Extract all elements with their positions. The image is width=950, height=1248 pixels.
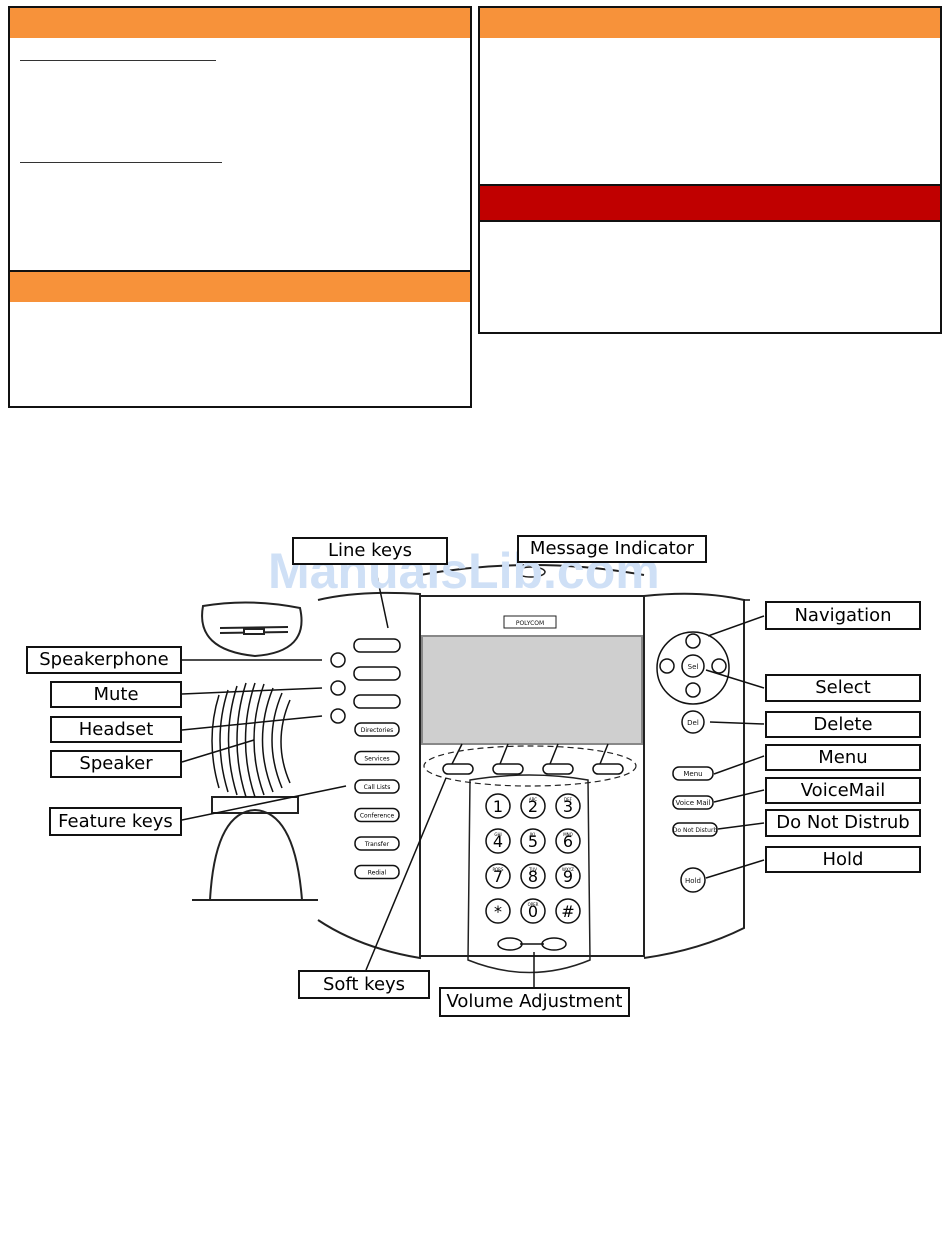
dialpad-digit: 0 bbox=[528, 902, 538, 921]
label-navigation: Navigation bbox=[765, 601, 921, 630]
feature-key-label: Transfer bbox=[364, 841, 390, 848]
feature-key bbox=[354, 779, 400, 794]
dialpad-letters: DEF bbox=[564, 797, 573, 802]
dialpad-key bbox=[555, 793, 581, 819]
voicemail-key-label: Voice Mail bbox=[675, 799, 710, 807]
hold-key-label: Hold bbox=[685, 877, 701, 885]
dialpad-key bbox=[485, 793, 511, 819]
dialpad-letters: GHI bbox=[494, 832, 501, 837]
label-menu: Menu bbox=[765, 744, 921, 771]
dialpad-key bbox=[520, 793, 546, 819]
dialpad-key bbox=[485, 828, 511, 854]
dialpad-digit: # bbox=[561, 902, 574, 921]
dialpad-digit: 6 bbox=[563, 832, 573, 851]
dialpad-key bbox=[485, 898, 511, 924]
label-hold: Hold bbox=[765, 846, 921, 873]
dialpad-key bbox=[520, 898, 546, 924]
dialpad-digit: 2 bbox=[528, 797, 538, 816]
label-speaker: Speaker bbox=[50, 750, 182, 778]
section-header-band bbox=[10, 8, 470, 38]
dialpad-digit: * bbox=[494, 902, 502, 921]
dialpad-key bbox=[520, 828, 546, 854]
dialpad-digit: 1 bbox=[493, 797, 503, 816]
section-header-band bbox=[480, 8, 940, 38]
sel-key-label: Sel bbox=[688, 663, 699, 671]
dialpad-digit: 8 bbox=[528, 867, 538, 886]
dialpad-digit: 5 bbox=[528, 832, 538, 851]
label-headset: Headset bbox=[50, 716, 182, 743]
feature-key bbox=[354, 807, 400, 823]
feature-key-label: Conference bbox=[360, 813, 395, 820]
dialpad-letters: MNO bbox=[563, 832, 573, 837]
menu-key-label: Menu bbox=[683, 770, 702, 778]
label-voicemail: VoiceMail bbox=[765, 777, 921, 804]
dialpad-key bbox=[555, 863, 581, 889]
feature-key-label: Services bbox=[364, 756, 389, 763]
label-mute: Mute bbox=[50, 681, 182, 708]
brand-label: POLYCOM bbox=[516, 620, 544, 627]
section-box-right bbox=[478, 6, 942, 334]
dialpad-key bbox=[555, 828, 581, 854]
dialpad-letters: PQRS bbox=[493, 867, 504, 872]
feature-key bbox=[354, 864, 400, 880]
dialpad-letters: OPER bbox=[528, 902, 539, 907]
feature-key-label: Redial bbox=[368, 870, 387, 877]
dialpad-key bbox=[485, 863, 511, 889]
underline-rule bbox=[20, 60, 216, 61]
section-header-band bbox=[10, 270, 470, 302]
dialpad-digit: 7 bbox=[493, 867, 503, 886]
feature-key bbox=[354, 836, 400, 851]
feature-key-label: Call Lists bbox=[364, 784, 391, 791]
dialpad-key bbox=[520, 863, 546, 889]
dnd-key-label: Do Not Disturb bbox=[673, 827, 718, 834]
dialpad-digit: 3 bbox=[563, 797, 573, 816]
dialpad-letters: ABC bbox=[529, 797, 537, 802]
feature-key bbox=[354, 750, 400, 766]
dialpad-letters: JKL bbox=[529, 832, 537, 837]
dialpad-letters: TUV bbox=[528, 867, 537, 872]
dialpad-key bbox=[555, 898, 581, 924]
label-do-not-disturb: Do Not Distrub bbox=[765, 809, 921, 837]
dialpad-letters: WXYZ bbox=[562, 867, 574, 872]
warning-header-band bbox=[480, 184, 940, 222]
dialpad-digit: 9 bbox=[563, 867, 573, 886]
label-speakerphone: Speakerphone bbox=[26, 646, 182, 674]
section-box-left bbox=[8, 6, 472, 408]
label-delete: Delete bbox=[765, 711, 921, 738]
dialpad-digit: 4 bbox=[493, 832, 503, 851]
underline-rule bbox=[20, 162, 222, 163]
label-volume-adjustment: Volume Adjustment bbox=[439, 987, 630, 1017]
del-key-label: Del bbox=[687, 719, 699, 727]
feature-key bbox=[354, 722, 400, 737]
label-select: Select bbox=[765, 674, 921, 702]
label-message-indicator: Message Indicator bbox=[517, 535, 707, 563]
label-feature-keys: Feature keys bbox=[49, 807, 182, 836]
feature-key-label: Directories bbox=[361, 727, 394, 734]
label-soft-keys: Soft keys bbox=[298, 970, 430, 999]
label-line-keys: Line keys bbox=[292, 537, 448, 565]
